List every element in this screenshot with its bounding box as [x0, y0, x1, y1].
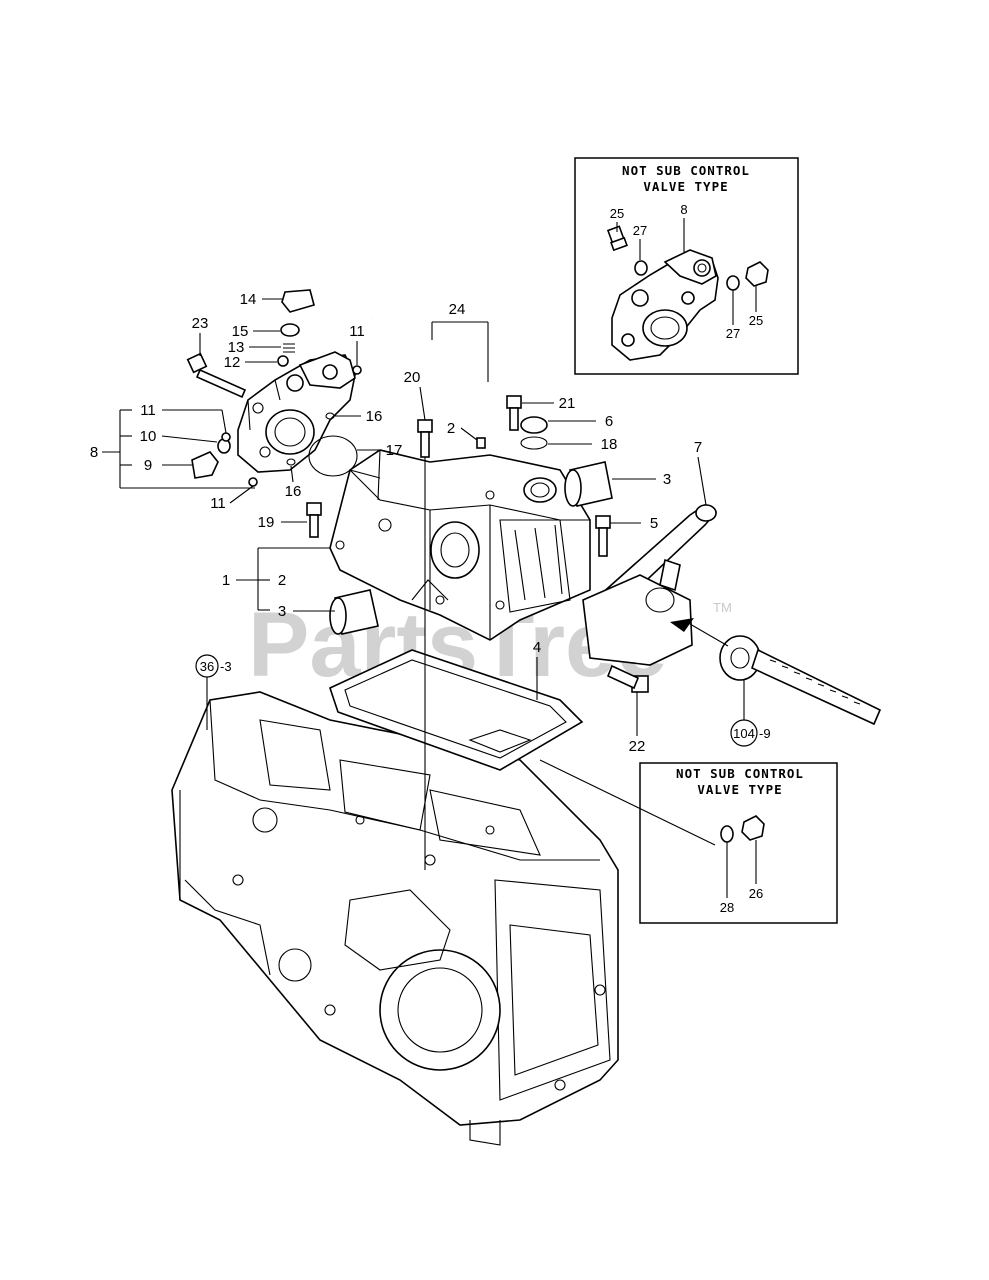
callout-2b: 2 [278, 572, 286, 589]
callout-17: 17 [386, 442, 403, 459]
callout-25a: 25 [610, 206, 624, 221]
callout-11c: 11 [210, 495, 226, 512]
callout-6: 6 [605, 413, 613, 430]
bushing-left [329, 589, 379, 635]
callout-16a: 16 [366, 408, 383, 425]
plug-2 [476, 437, 486, 449]
callout-20: 20 [404, 369, 421, 386]
inset-top-title-1: NOT SUB CONTROL [622, 163, 750, 178]
bolt-19 [306, 502, 322, 538]
callout-15: 15 [232, 323, 249, 340]
callout-9: 9 [144, 457, 152, 474]
callout-4: 4 [533, 639, 541, 656]
plug-11c [248, 477, 258, 487]
ref-36-number: 36 [200, 659, 214, 674]
callout-7: 7 [694, 439, 702, 456]
plug-9 [191, 451, 219, 479]
watermark-tm: TM [713, 600, 732, 615]
callout-2a: 2 [447, 420, 455, 437]
callout-18: 18 [601, 436, 618, 453]
callout-11b: 11 [140, 402, 156, 419]
ref-104-suffix: -9 [759, 726, 771, 741]
callout-23: 23 [192, 315, 209, 332]
callout-8: 8 [90, 444, 98, 461]
gasket [329, 649, 584, 771]
callout-24: 24 [449, 301, 466, 318]
inset-bottom-title-1: NOT SUB CONTROL [676, 766, 804, 781]
bolt-22 [606, 664, 649, 693]
inset-top-title-2: VALVE TYPE [643, 179, 728, 194]
inset-washer-28 [720, 825, 734, 843]
control-valve [237, 351, 356, 473]
callout-26: 26 [749, 886, 763, 901]
bolt-21 [506, 395, 522, 431]
plug-14 [281, 289, 315, 313]
inset-washer-right [726, 275, 740, 291]
callout-10: 10 [140, 428, 157, 445]
callout-28: 28 [720, 900, 734, 915]
bolt-20 [417, 419, 433, 458]
ref-36-suffix: -3 [220, 659, 232, 674]
bolt-23 [186, 352, 247, 399]
ref-36: 36 -3 [195, 654, 232, 730]
callout-14: 14 [240, 291, 257, 308]
callout-27a: 27 [633, 223, 647, 238]
callout-3a: 3 [663, 471, 671, 488]
o-ring-17 [308, 435, 358, 477]
callout-1: 1 [222, 572, 230, 589]
hydraulic-cover [329, 449, 591, 641]
cap-6 [520, 416, 548, 434]
o-ring-18 [520, 436, 548, 450]
callout-12: 12 [224, 354, 241, 371]
inset-plug-right [745, 261, 769, 287]
callout-22: 22 [629, 738, 646, 755]
o-ring-16b [286, 458, 296, 466]
spring-13 [283, 343, 295, 353]
lever-arm [582, 504, 718, 666]
bolt-5 [595, 515, 611, 557]
pipe [371, 317, 496, 406]
inset-bottom: NOT SUB CONTROL VALVE TYPE 28 26 [639, 762, 838, 924]
transmission-case [171, 691, 619, 1146]
callout-11a: 11 [349, 323, 365, 340]
callout-13: 13 [228, 339, 245, 356]
inset-plug-26 [741, 815, 765, 841]
callout-8-inset: 8 [680, 202, 687, 217]
inset-washer-left [634, 260, 648, 276]
ref-104: 104 -9 [730, 680, 771, 747]
inset-bottom-title-2: VALVE TYPE [697, 782, 782, 797]
callout-19: 19 [258, 514, 275, 531]
callout-3b: 3 [278, 603, 286, 620]
ball-12 [277, 355, 289, 367]
inset-plug-left [606, 225, 628, 252]
callout-25b: 25 [749, 313, 763, 328]
rod-end [670, 618, 882, 726]
callout-5: 5 [650, 515, 658, 532]
inset-valve-body [611, 249, 719, 361]
plug-11b [352, 365, 362, 375]
plug-11a [221, 432, 231, 442]
callout-16b: 16 [285, 483, 302, 500]
callout-21: 21 [559, 395, 576, 412]
washer-15 [280, 323, 300, 337]
ref-104-number: 104 [733, 726, 755, 741]
bushing-right [564, 461, 613, 507]
inset-top: NOT SUB CONTROL VALVE TYPE 25 27 8 27 [574, 157, 799, 375]
callout-27b: 27 [726, 326, 740, 341]
